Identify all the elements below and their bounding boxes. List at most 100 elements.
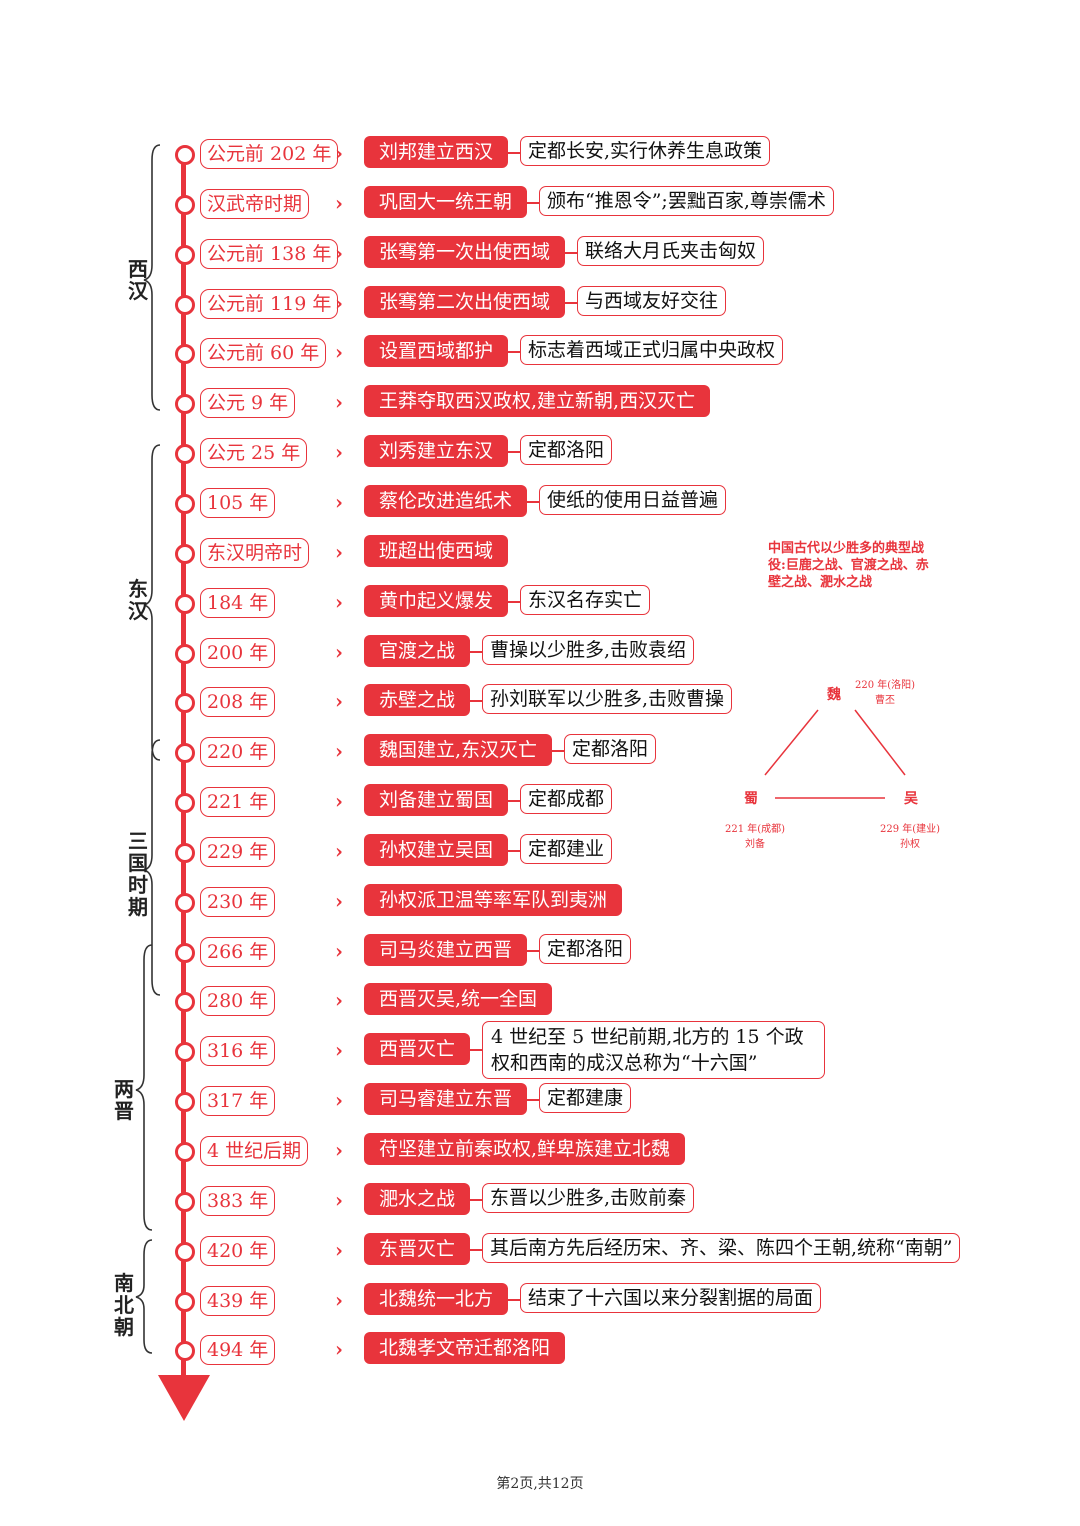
timeline-node-icon [175, 1292, 195, 1312]
period-label-liangjin: 两晋 [114, 1077, 134, 1123]
chevron-right-icon: › [335, 689, 343, 713]
event-connector [527, 202, 539, 204]
chevron-right-icon: › [335, 739, 343, 763]
three-kingdoms-diagram: 魏 220 年(洛阳) 曹丕 蜀 221 年(成都) 刘备 吴 229 年(建业… [720, 670, 970, 860]
brace-nanbeichao [135, 1239, 153, 1354]
brace-sanguo [143, 739, 161, 996]
event-connector [527, 950, 539, 952]
timeline-node-icon [175, 494, 195, 514]
timeline-event: 北魏孝文帝迁都洛阳 [364, 1332, 566, 1364]
chevron-right-icon: › [335, 889, 343, 913]
event-connector [527, 1099, 539, 1101]
chevron-right-icon: › [335, 590, 343, 614]
chevron-right-icon: › [335, 988, 343, 1012]
timeline-event: 蔡伦改进造纸术 [364, 485, 528, 517]
chevron-right-icon: › [335, 141, 343, 165]
timeline-event: 西晋灭吴,统一全国 [364, 983, 553, 1015]
timeline-event: 黄巾起义爆发 [364, 585, 509, 617]
shu-info-year: 221 年(成都) [725, 824, 786, 835]
chevron-right-icon: › [335, 1288, 343, 1312]
timeline-event: 苻坚建立前秦政权,鲜卑族建立北魏 [364, 1133, 686, 1165]
timeline-detail: 定都成都 [520, 784, 613, 814]
timeline-event: 孙权派卫温等率军队到夷洲 [364, 884, 623, 916]
chevron-right-icon: › [335, 241, 343, 265]
timeline-date: 221 年 [200, 787, 276, 817]
timeline-event: 班超出使西域 [364, 535, 509, 567]
period-label-nanbeichao: 南北朝 [114, 1271, 134, 1339]
timeline-node-icon [175, 893, 195, 913]
event-connector [508, 601, 520, 603]
event-connector [527, 501, 539, 503]
timeline-event: 刘秀建立东汉 [364, 435, 509, 467]
timeline-date: 200 年 [200, 638, 276, 668]
event-connector [470, 1199, 482, 1201]
timeline-node-icon [175, 394, 195, 414]
event-connector [470, 1249, 482, 1251]
timeline-node-icon [175, 1192, 195, 1212]
timeline-node-icon [175, 843, 195, 863]
chevron-right-icon: › [335, 1038, 343, 1062]
timeline-date: 208 年 [200, 687, 276, 717]
timeline-node-icon [175, 1341, 195, 1361]
timeline-detail: 结束了十六国以来分裂割据的局面 [520, 1283, 822, 1313]
shu-info-ruler: 刘备 [745, 839, 766, 850]
timeline-event: 张骞第一次出使西域 [364, 236, 566, 268]
timeline-event: 魏国建立,东汉灭亡 [364, 734, 553, 766]
timeline-detail: 定都洛阳 [520, 435, 613, 465]
timeline-node-icon [175, 344, 195, 364]
timeline-event: 巩固大一统王朝 [364, 186, 528, 218]
chevron-right-icon: › [335, 1188, 343, 1212]
period-label-donghan: 东汉 [128, 577, 148, 623]
timeline-axis [181, 150, 186, 1395]
timeline-detail: 定都洛阳 [539, 934, 632, 964]
timeline-event: 司马睿建立东晋 [364, 1083, 528, 1115]
event-connector [470, 700, 482, 702]
chevron-right-icon: › [335, 1238, 343, 1262]
chevron-right-icon: › [335, 390, 343, 414]
period-label-xihan: 西汉 [128, 257, 148, 303]
timeline-detail: 曹操以少胜多,击败袁绍 [482, 635, 695, 665]
chevron-right-icon: › [335, 540, 343, 564]
timeline-event: 北魏统一北方 [364, 1283, 509, 1315]
timeline-detail: 定都建业 [520, 834, 613, 864]
timeline-detail: 标志着西域正式归属中央政权 [520, 335, 784, 365]
timeline-event: 张骞第二次出使西域 [364, 286, 566, 318]
timeline-date: 公元前 202 年 [200, 139, 339, 169]
timeline-node-icon [175, 644, 195, 664]
timeline-date: 220 年 [200, 737, 276, 767]
wei-label: 魏 [827, 687, 841, 703]
timeline-node-icon [175, 992, 195, 1012]
timeline-detail: 使纸的使用日益普遍 [539, 485, 727, 515]
battle-note: 中国古代以少胜多的典型战役:巨鹿之战、官渡之战、赤壁之战、淝水之战 [768, 541, 929, 590]
chevron-right-icon: › [335, 640, 343, 664]
timeline-date: 公元 25 年 [200, 438, 308, 468]
event-connector [552, 750, 564, 752]
shu-label: 蜀 [744, 791, 758, 807]
chevron-right-icon: › [335, 191, 343, 215]
wei-info: 220 年(洛阳) 曹丕 [855, 678, 915, 708]
timeline-detail: 孙刘联军以少胜多,击败曹操 [482, 684, 733, 714]
timeline-event: 设置西域都护 [364, 335, 509, 367]
wei-info-ruler: 曹丕 [875, 695, 896, 706]
timeline-detail: 定都洛阳 [564, 734, 657, 764]
timeline-event: 刘邦建立西汉 [364, 136, 509, 168]
timeline-date: 230 年 [200, 887, 276, 917]
timeline-node-icon [175, 793, 195, 813]
timeline-event: 官渡之战 [364, 635, 471, 667]
chevron-right-icon: › [335, 1337, 343, 1361]
timeline-node-icon [175, 594, 195, 614]
timeline-date: 汉武帝时期 [200, 189, 310, 219]
timeline-date: 公元前 60 年 [200, 338, 327, 368]
timeline-date: 东汉明帝时 [200, 538, 310, 568]
timeline-date: 316 年 [200, 1036, 276, 1066]
timeline-detail: 定都建康 [539, 1083, 632, 1113]
timeline-node-icon [175, 544, 195, 564]
timeline-event: 西晋灭亡 [364, 1033, 471, 1065]
timeline-detail: 与西域友好交往 [577, 286, 727, 316]
triangle-lines [764, 709, 906, 799]
timeline-detail: 东晋以少胜多,击败前秦 [482, 1183, 695, 1213]
timeline-detail: 联络大月氏夹击匈奴 [577, 236, 765, 266]
brace-liangjin [135, 944, 153, 1231]
event-connector [508, 152, 520, 154]
timeline-node-icon [175, 1042, 195, 1062]
